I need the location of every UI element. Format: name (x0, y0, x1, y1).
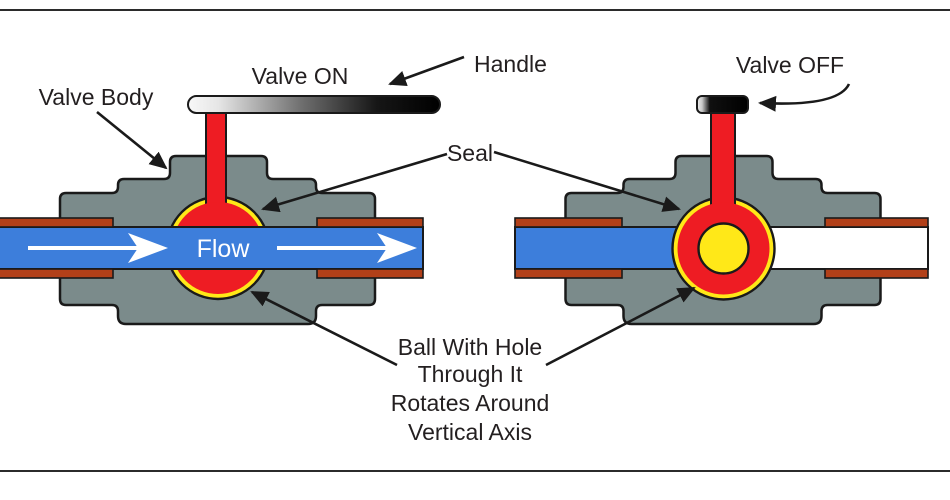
pipe-wall (0, 217, 114, 228)
valve-body-arrow (96, 110, 168, 170)
labels: Valve ON Handle Valve OFF Valve Body Sea… (39, 51, 844, 445)
valve-stem (205, 99, 227, 213)
seal-label: Seal (447, 140, 493, 166)
flow-arrow-head (128, 233, 168, 263)
right-valve-off (514, 95, 929, 326)
valve-stem (710, 99, 736, 213)
ball-note-line-2: Through It (418, 361, 523, 387)
pipe-wall (514, 268, 623, 279)
left-valve-on: Flow (0, 95, 441, 326)
handle-off (696, 95, 749, 114)
annotation-arrows (96, 55, 851, 367)
handle-on (187, 95, 441, 114)
flow-arrow-head (377, 233, 417, 263)
seal-arrow-right (493, 150, 681, 212)
pipe-wall (514, 217, 623, 228)
ball-hole (697, 222, 750, 275)
handle-label: Handle (474, 51, 547, 77)
ball-arrow-right (545, 286, 696, 367)
handle-arrow (388, 55, 465, 87)
seal-arrow-left (261, 152, 448, 213)
ball-note-line-3: Rotates Around (391, 390, 550, 416)
ball-note-line-1: Ball With Hole (398, 334, 542, 360)
valve-off-arrow (758, 83, 851, 112)
valve-off-label: Valve OFF (736, 52, 844, 78)
valve-body-label: Valve Body (39, 84, 154, 110)
ball-note-line-4: Vertical Axis (408, 419, 532, 445)
pipe-wall (824, 268, 929, 279)
pipe-wall (316, 268, 424, 279)
flow-label: Flow (197, 235, 251, 263)
pipe-wall (0, 268, 114, 279)
valve-on-label: Valve ON (252, 63, 349, 89)
ball-arrow-left (250, 290, 398, 367)
pipe-wall (316, 217, 424, 228)
pipe-wall (824, 217, 929, 228)
